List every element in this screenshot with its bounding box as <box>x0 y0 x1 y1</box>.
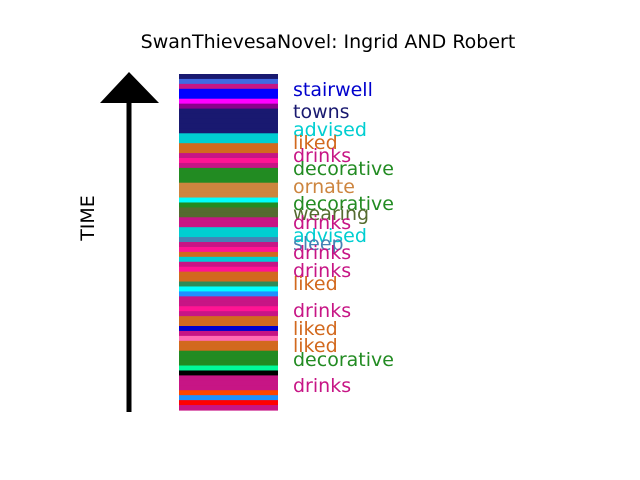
stripe <box>179 167 278 174</box>
stripe <box>179 380 278 386</box>
stripe <box>179 306 278 312</box>
word-label: decorative <box>293 193 394 215</box>
stripe <box>179 93 278 100</box>
word-label: liked <box>293 273 338 295</box>
stripe <box>179 281 278 288</box>
stripe <box>179 212 278 218</box>
stripe <box>179 246 278 253</box>
word-label: drinks <box>293 212 351 234</box>
stripe <box>179 108 278 115</box>
time-arrow-head <box>100 72 159 103</box>
stripe <box>179 311 278 317</box>
stripe <box>179 232 278 238</box>
time-axis-label: TIME <box>77 195 99 241</box>
word-label: liked <box>293 132 338 154</box>
word-label: drinks <box>293 260 351 282</box>
stripe <box>179 370 278 377</box>
word-label: stairwell <box>293 79 373 101</box>
word-label: sleep <box>293 233 344 255</box>
stripe <box>179 330 278 337</box>
stripe <box>179 251 278 258</box>
word-label: drinks <box>293 375 351 397</box>
word-label: decorative <box>293 349 394 371</box>
stripe <box>179 326 278 332</box>
stripe <box>179 345 278 352</box>
stripe <box>179 113 278 120</box>
stripe <box>179 222 278 228</box>
stripe <box>179 360 278 367</box>
stripe <box>179 162 278 169</box>
word-label: wearing <box>293 203 369 225</box>
word-label: towns <box>293 101 350 123</box>
stripe <box>179 202 278 209</box>
stripe <box>179 335 278 342</box>
stripe <box>179 321 278 327</box>
stripe <box>179 296 278 302</box>
stripe <box>179 316 278 322</box>
stripe <box>179 207 278 213</box>
word-label: drinks <box>293 145 351 167</box>
stripe <box>179 172 278 179</box>
stripe <box>179 192 278 199</box>
stripe <box>179 123 278 129</box>
stripe <box>179 177 278 184</box>
word-label: drinks <box>293 242 351 264</box>
stripe <box>179 88 278 95</box>
stripe <box>179 385 278 391</box>
stripe <box>179 197 278 204</box>
stripe <box>179 261 278 268</box>
stripe <box>179 400 278 406</box>
stripe <box>179 375 278 381</box>
stripe <box>179 128 278 134</box>
stripe <box>179 148 278 154</box>
stripe <box>179 271 278 278</box>
stripe <box>179 217 278 223</box>
word-label: advised <box>293 225 367 247</box>
stripe <box>179 237 278 243</box>
stripe <box>179 103 278 110</box>
stripe <box>179 74 278 80</box>
stripe <box>179 98 278 105</box>
stripe <box>179 355 278 362</box>
word-label: advised <box>293 119 367 141</box>
stripe <box>179 301 278 307</box>
stripe <box>179 133 278 139</box>
stripe <box>179 138 278 144</box>
word-label: decorative <box>293 158 394 180</box>
stripe <box>179 365 278 372</box>
stripe <box>179 242 278 248</box>
stripe <box>179 350 278 357</box>
chart-title: SwanThievesaNovel: Ingrid AND Robert <box>140 31 516 53</box>
color-stripe-bar <box>179 74 278 411</box>
stripe <box>179 118 278 125</box>
stripe <box>179 286 278 293</box>
stripe <box>179 153 278 159</box>
word-label: liked <box>293 318 338 340</box>
stripe <box>179 390 278 396</box>
stripe <box>179 276 278 283</box>
word-label: liked <box>293 335 338 357</box>
stripe <box>179 227 278 233</box>
stripe <box>179 187 278 194</box>
stripe <box>179 340 278 347</box>
stripe <box>179 291 278 297</box>
word-label: drinks <box>293 300 351 322</box>
stripe <box>179 256 278 263</box>
stripe <box>179 182 278 189</box>
word-label: ornate <box>293 176 355 198</box>
stripe <box>179 143 278 149</box>
stripe <box>179 395 278 401</box>
stripe <box>179 266 278 273</box>
stripe <box>179 158 278 164</box>
stripe <box>179 405 278 411</box>
stripe <box>179 78 278 85</box>
word-labels: stairwelltownsadvisedlikeddrinksdecorati… <box>293 79 394 397</box>
stripe <box>179 83 278 90</box>
